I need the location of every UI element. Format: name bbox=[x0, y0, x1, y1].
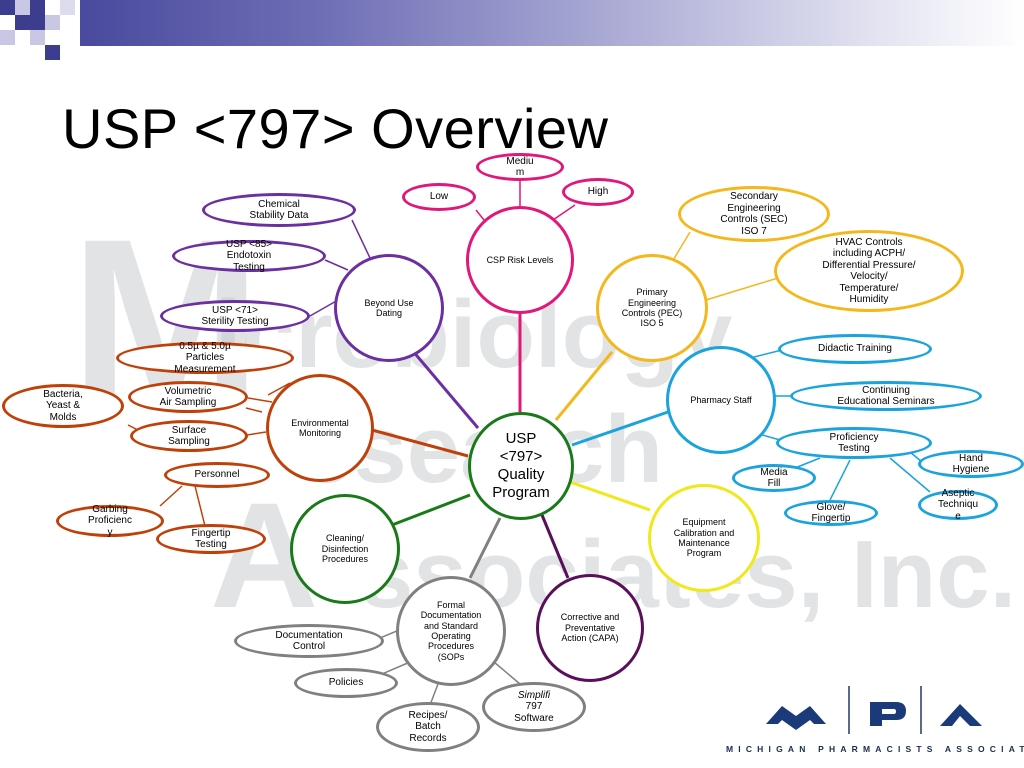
slide-title: USP <797> Overview bbox=[62, 97, 609, 160]
logo-letter-a bbox=[940, 704, 982, 726]
logo-letter-m bbox=[766, 706, 826, 730]
logo-divider-1 bbox=[848, 686, 850, 734]
link-center-capa bbox=[540, 514, 570, 579]
surface-sampling-node: Surface Sampling bbox=[130, 420, 248, 452]
hvac-controls-node: HVAC Controls including ACPH/ Differenti… bbox=[774, 230, 964, 312]
risk-medium-node: Mediu m bbox=[476, 153, 564, 181]
cleaning-disinfection-node: Cleaning/ Disinfection Procedures bbox=[290, 494, 400, 604]
media-fill-node: Media Fill bbox=[732, 464, 816, 492]
usp71-sterility-node: USP <71> Sterility Testing bbox=[160, 300, 310, 332]
center-node-quality-program: USP <797> Quality Program bbox=[468, 412, 574, 520]
garbing-proficiency-node: Garbing Proficienc y bbox=[56, 504, 164, 538]
volumetric-air-sampling-node: Volumetric Air Sampling bbox=[128, 381, 248, 413]
particles-measurement-node: 0.5µ & 5.0µ Particles Measurement bbox=[116, 341, 294, 375]
continuing-education-node: Continuing Educational Seminars bbox=[790, 381, 982, 411]
link-center-equipment bbox=[569, 480, 651, 512]
environmental-monitoring-node: Environmental Monitoring bbox=[266, 374, 374, 482]
link-center-environmental bbox=[371, 428, 469, 458]
logo-tagline: MICHIGAN PHARMACISTS ASSOCIATION bbox=[726, 744, 1024, 754]
beyond-use-dating-node: Beyond Use Dating bbox=[334, 254, 444, 362]
recipes-batch-records-node: Recipes/ Batch Records bbox=[376, 702, 480, 752]
hand-hygiene-node: Hand Hygiene bbox=[918, 450, 1024, 478]
link-center-formal bbox=[468, 517, 502, 579]
primary-engineering-controls-node: Primary Engineering Controls (PEC) ISO 5 bbox=[596, 254, 708, 362]
link-center-cleaning bbox=[391, 493, 471, 527]
link-center-staff bbox=[571, 410, 669, 447]
didactic-training-node: Didactic Training bbox=[778, 334, 932, 364]
fingertip-testing-node: Fingertip Testing bbox=[156, 524, 266, 554]
pharmacy-staff-node: Pharmacy Staff bbox=[666, 346, 776, 454]
corner-squares-decoration bbox=[0, 0, 80, 64]
logo-letter-p bbox=[870, 702, 906, 726]
formal-documentation-node: Formal Documentation and Standard Operat… bbox=[396, 576, 506, 686]
simplifi-name: Simplifi bbox=[517, 689, 551, 701]
link-center-beyond bbox=[410, 349, 480, 429]
simplifi-product: 797 Software bbox=[514, 701, 554, 724]
risk-high-node: High bbox=[562, 178, 634, 206]
equipment-calibration-node: Equipment Calibration and Maintenance Pr… bbox=[648, 484, 760, 592]
personnel-node: Personnel bbox=[164, 462, 270, 488]
aseptic-technique-node: Aseptic Techniqu e bbox=[918, 488, 998, 522]
logo-divider-2 bbox=[920, 686, 922, 734]
simplifi-software-node: Simplifi 797 Software bbox=[482, 682, 586, 732]
glove-fingertip-node: Glove/ Fingertip bbox=[784, 500, 878, 526]
chemical-stability-node: Chemical Stability Data bbox=[202, 193, 356, 227]
link-center-primary bbox=[554, 351, 614, 421]
header-gradient-band bbox=[80, 0, 1024, 46]
risk-low-node: Low bbox=[402, 183, 476, 211]
secondary-engineering-controls-node: Secondary Engineering Controls (SEC) ISO… bbox=[678, 186, 830, 242]
proficiency-testing-node: Proficiency Testing bbox=[776, 427, 932, 459]
usp85-endotoxin-node: USP <85> Endotoxin Testing bbox=[172, 239, 326, 273]
mpa-logo bbox=[766, 686, 982, 734]
csp-risk-levels-node: CSP Risk Levels bbox=[466, 206, 574, 314]
policies-node: Policies bbox=[294, 668, 398, 698]
bacteria-yeast-molds-node: Bacteria, Yeast & Molds bbox=[2, 384, 124, 428]
capa-node: Corrective and Preventative Action (CAPA… bbox=[536, 574, 644, 682]
documentation-control-node: Documentation Control bbox=[234, 624, 384, 658]
